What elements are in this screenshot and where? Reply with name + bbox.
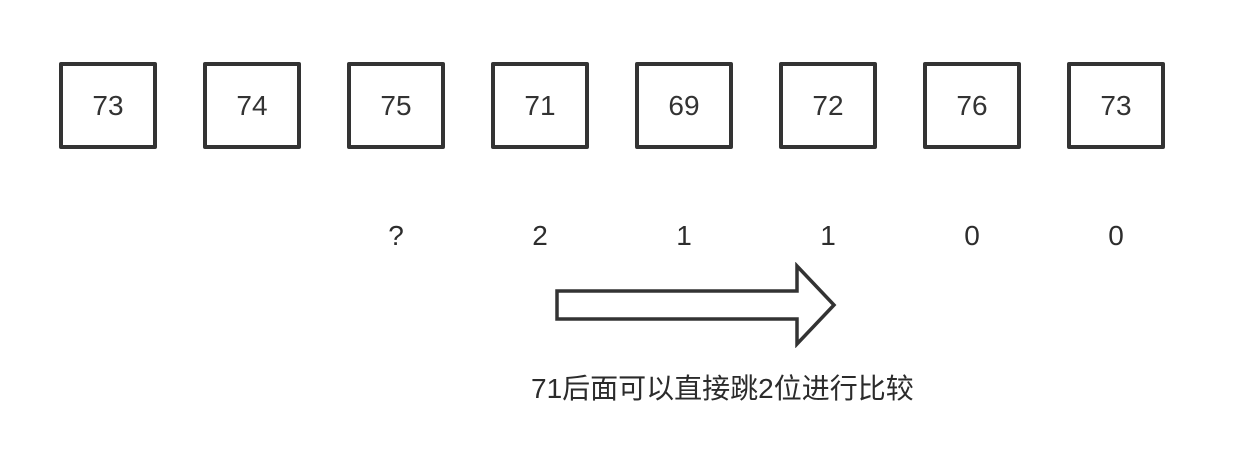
skip-count-row: ? 2 1 1 0 0: [59, 220, 1165, 252]
array-box-value: 75: [380, 89, 412, 121]
skip-count-label: [59, 220, 157, 252]
array-box-value: 73: [92, 89, 124, 121]
array-box: 72: [779, 62, 877, 149]
array-box-value: 74: [236, 89, 268, 121]
array-box: 71: [491, 62, 589, 149]
array-box: 73: [1067, 62, 1165, 149]
array-box-value: 76: [956, 89, 988, 121]
array-box-value: 71: [524, 89, 556, 121]
array-box-value: 73: [1100, 89, 1132, 121]
array-box: 74: [203, 62, 301, 149]
skip-count-label: ?: [388, 220, 404, 251]
skip-count-label: 0: [964, 220, 980, 251]
skip-count-label: 1: [676, 220, 692, 251]
caption: 71后面可以直接跳2位进行比较: [531, 373, 914, 404]
array-box-value: 72: [812, 89, 844, 121]
skip-count-label: 1: [820, 220, 836, 251]
array-box: 69: [635, 62, 733, 149]
array-box: 76: [923, 62, 1021, 149]
array-box-value: 69: [668, 89, 700, 121]
skip-count-label: [203, 220, 301, 252]
temperature-box-row: 73 74 75 71 69 72 76 73: [59, 62, 1165, 149]
right-arrow-icon: [554, 261, 838, 349]
skip-count-label: 2: [532, 220, 548, 251]
array-box: 75: [347, 62, 445, 149]
skip-count-label: 0: [1108, 220, 1124, 251]
array-box: 73: [59, 62, 157, 149]
